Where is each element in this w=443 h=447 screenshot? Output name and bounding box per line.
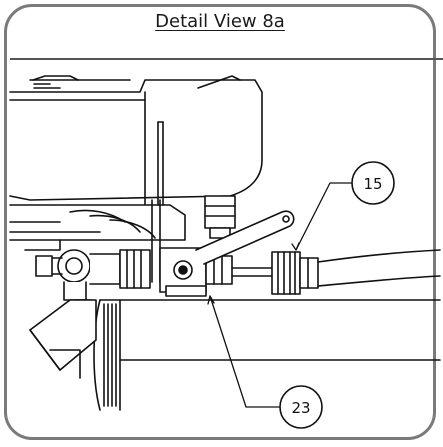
title-divider xyxy=(10,58,443,60)
valve-handle xyxy=(195,210,295,265)
outlet-tube xyxy=(317,249,441,287)
inlet-pipe xyxy=(89,249,151,289)
valve-controller-housing xyxy=(9,75,263,206)
detail-view-title: Detail View 8a xyxy=(0,0,440,44)
lower-tank xyxy=(29,299,441,411)
housing-base-ribs xyxy=(9,204,186,251)
ball-valve-body xyxy=(159,247,233,297)
compression-nut xyxy=(231,251,319,295)
callout-label-23: 23 xyxy=(291,399,310,417)
callout-bubble-23: 23 xyxy=(279,385,323,429)
stem-nut xyxy=(204,195,236,239)
callout-label-15: 15 xyxy=(363,175,382,193)
callout-leaders xyxy=(207,182,353,408)
title-text: Detail View 8a xyxy=(155,11,285,32)
callout-bubble-15: 15 xyxy=(351,161,395,205)
